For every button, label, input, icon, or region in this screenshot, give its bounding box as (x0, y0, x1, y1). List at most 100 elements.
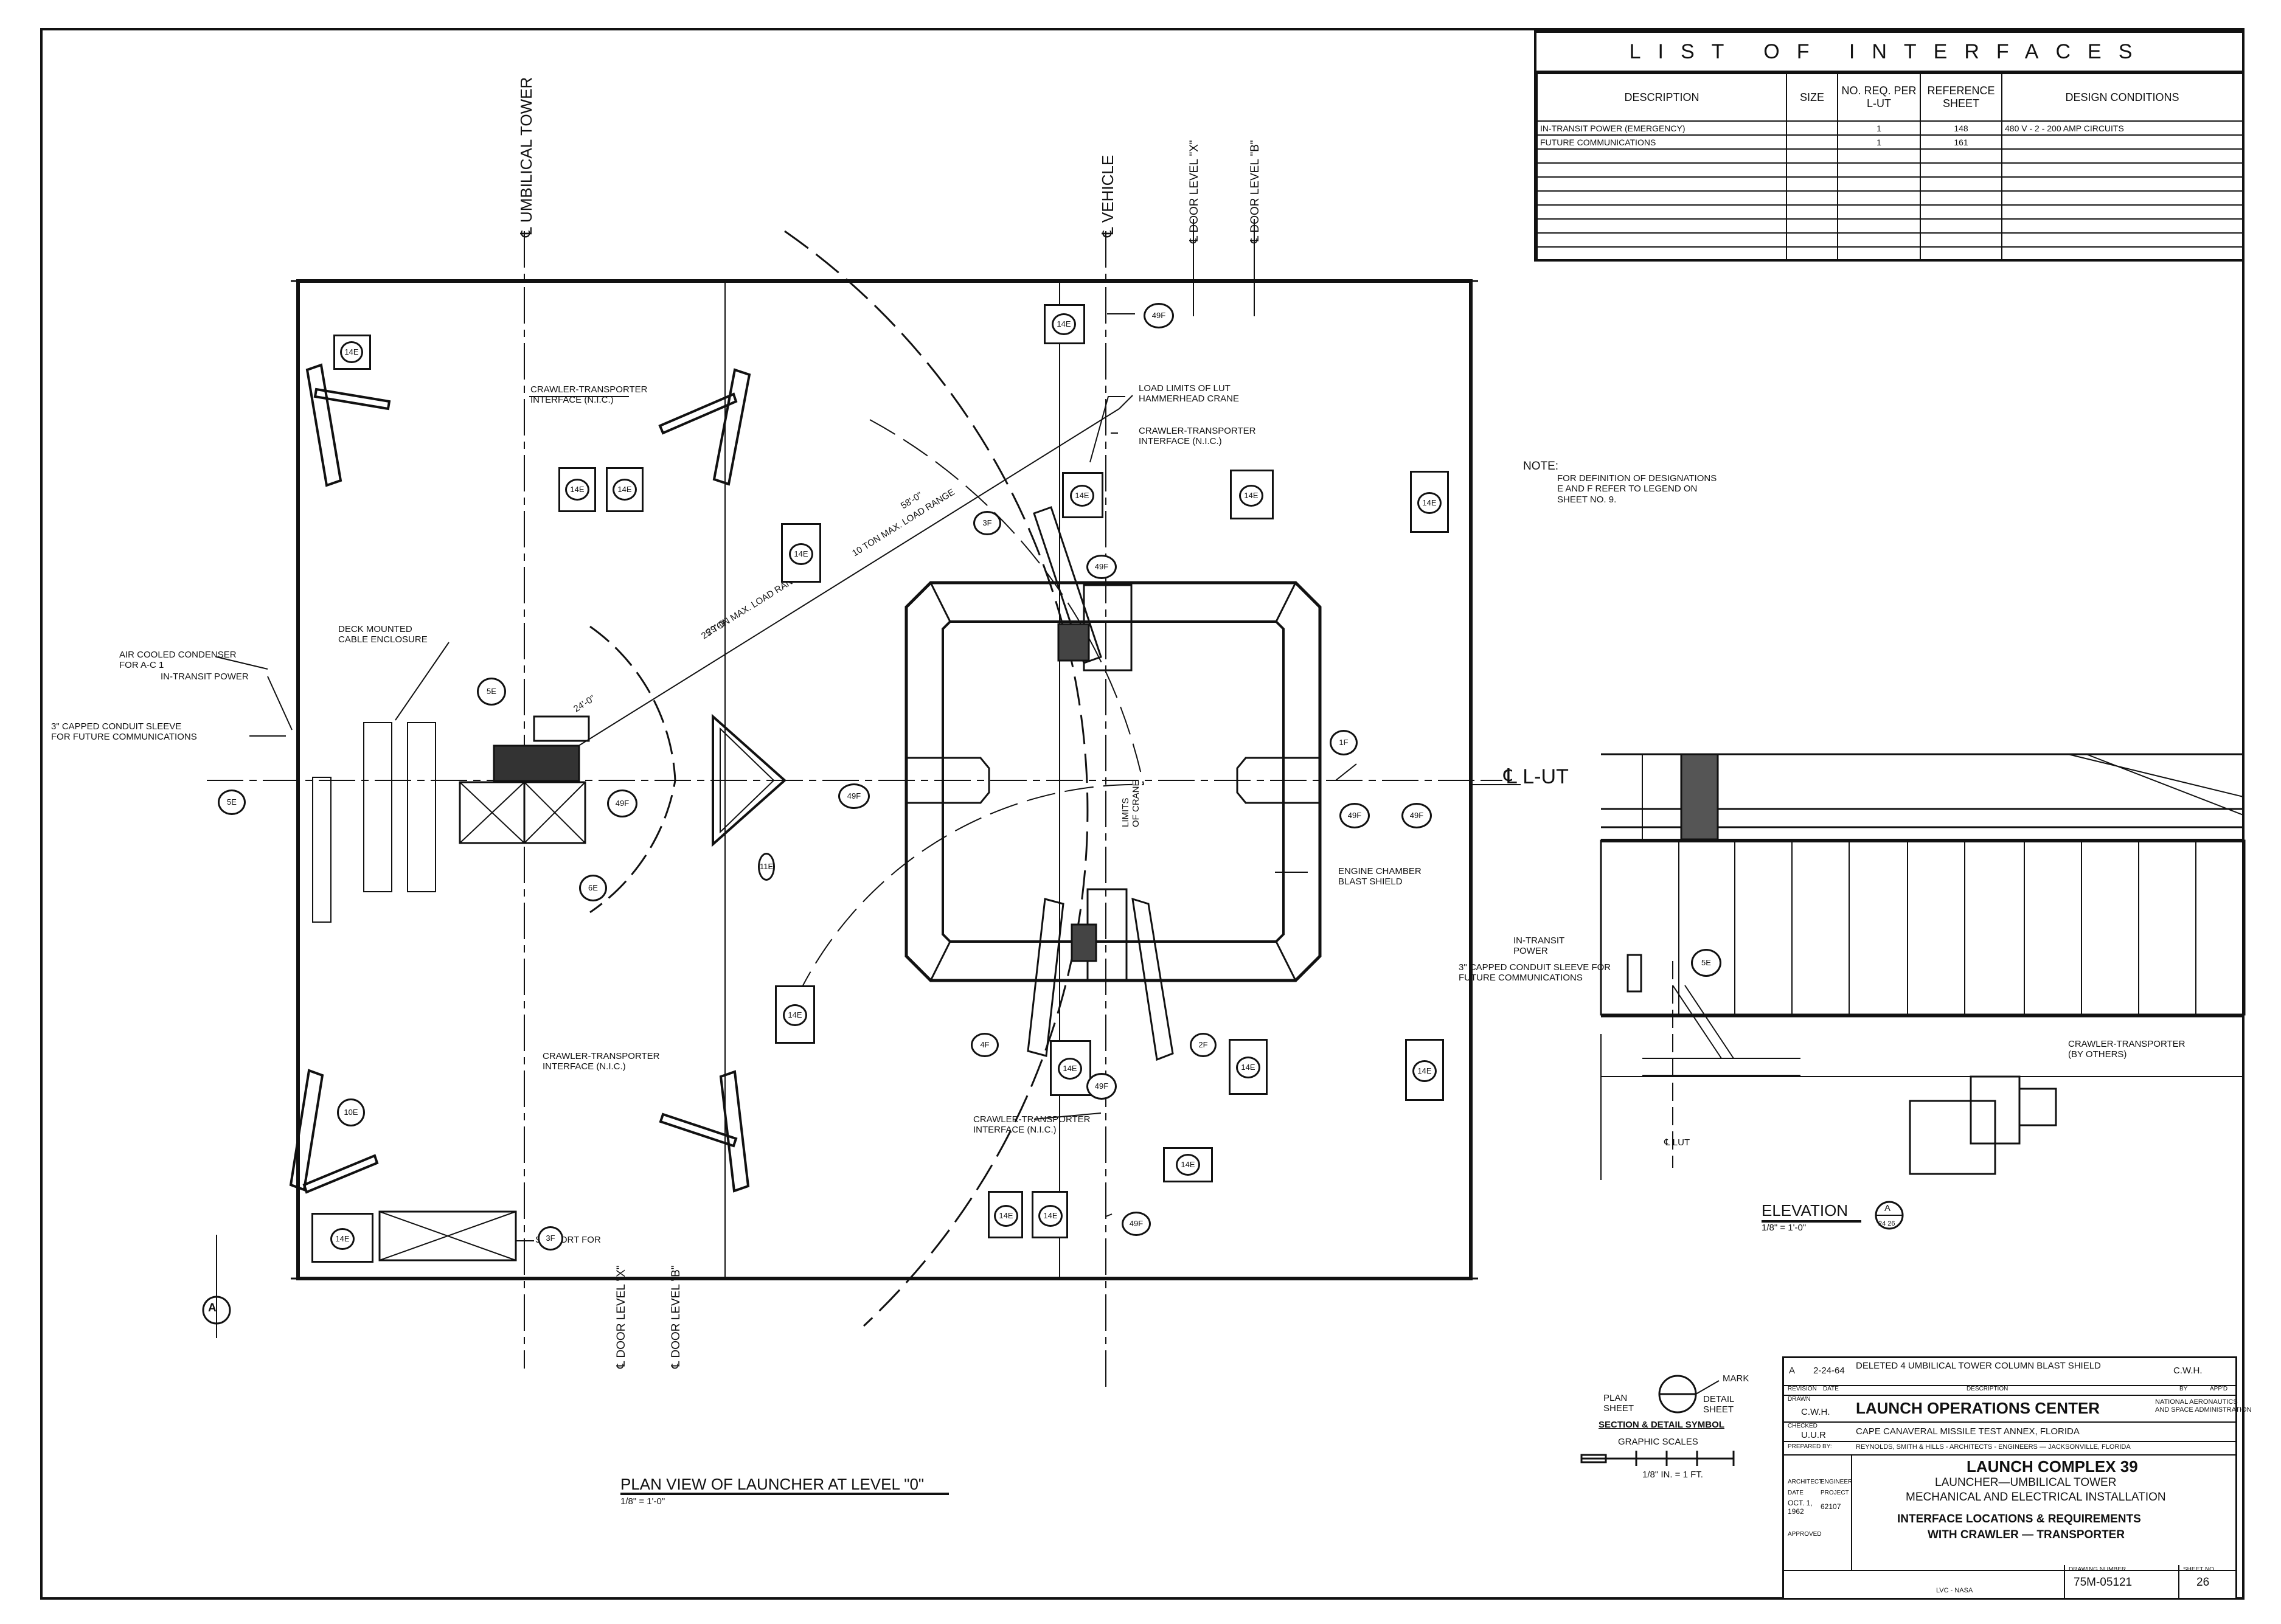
tag-14e: 14E (1058, 1058, 1082, 1080)
cell (1536, 190, 1787, 206)
crawler-interface-ne: CRAWLER-TRANSPORTER INTERFACE (N.I.C.) (1139, 426, 1256, 447)
title-block: A 2-24-64 DELETED 4 UMBILICAL TOWER COLU… (1782, 1356, 2252, 1600)
cell (1920, 190, 2002, 206)
cell (1920, 218, 2002, 234)
deck-cable-label: DECK MOUNTED CABLE ENCLOSURE (338, 624, 428, 645)
tag-10e: 10E (337, 1098, 365, 1126)
interfaces-rows: IN-TRANSIT POWER (EMERGENCY) 1 148 480 V… (1536, 120, 2243, 262)
tag-14e: 14E (994, 1205, 1018, 1227)
tag-4f: 4F (971, 1033, 999, 1057)
graphic-scales-label: GRAPHIC SCALES (1618, 1437, 1698, 1447)
number-block: DRAWING NUMBER 75M-05121 SHEET NO. 26 (2064, 1565, 2238, 1598)
by-label: BY (2179, 1386, 2188, 1392)
axis-lut: ℄ L-UT (1504, 765, 1569, 788)
symbol-caption: SECTION & DETAIL SYMBOL (1599, 1420, 1724, 1430)
elevation-ref-bottom: 24 26 (1878, 1220, 1895, 1227)
sheet-number: 26 (2196, 1576, 2210, 1589)
address: CAPE CANAVERAL MISSILE TEST ANNEX, FLORI… (1856, 1426, 2080, 1437)
date-label: DATE (1823, 1386, 1839, 1392)
axis-vehicle: ℄ VEHICLE (1099, 154, 1117, 237)
checked-label: CHECKED (1788, 1423, 1818, 1429)
drawn-value: C.W.H. (1801, 1407, 1830, 1417)
limits-crane-label: LIMITS OF CRANE (1120, 780, 1141, 827)
desc-label: DESCRIPTION (1967, 1386, 2008, 1392)
subtitle-1: LAUNCHER—UMBILICAL TOWER (1935, 1476, 2117, 1489)
interfaces-grid: DESCRIPTION SIZE NO. REQ. PER L-UT REFER… (1536, 73, 2243, 262)
axis-door-b-bottom: ℄ DOOR LEVEL "B" (670, 1265, 682, 1369)
load-limits-label: LOAD LIMITS OF LUT HAMMERHEAD CRANE (1139, 383, 1240, 404)
cell (1786, 148, 1838, 164)
table-row: IN-TRANSIT POWER (EMERGENCY) 1 148 480 V… (1536, 120, 2243, 136)
tag-box: 14E (1062, 472, 1103, 518)
cell (1920, 232, 2002, 248)
prepared-by: REYNOLDS, SMITH & HILLS - ARCHITECTS - E… (1856, 1443, 2131, 1451)
cell (1536, 148, 1787, 164)
cell (2001, 204, 2243, 220)
cell (1920, 148, 2002, 164)
project-label: PROJECT (1821, 1490, 1849, 1496)
org-name: LAUNCH OPERATIONS CENTER (1856, 1399, 2100, 1417)
rev-by: C.W.H. (2173, 1365, 2203, 1376)
cell (2001, 232, 2243, 248)
cell (1786, 134, 1838, 150)
tag-49f: 49F (1339, 803, 1370, 828)
cell (1536, 162, 1787, 178)
cell (2001, 218, 2243, 234)
tag-box: 14E (1410, 471, 1449, 533)
tag-box: 14E (1229, 1039, 1268, 1095)
plan-title: PLAN VIEW OF LAUNCHER AT LEVEL "0" (620, 1475, 925, 1493)
rev-date: 2-24-64 (1813, 1365, 1845, 1376)
tag-box: 14E (775, 985, 815, 1044)
cell (1920, 204, 2002, 220)
tag-14e: 14E (330, 1228, 355, 1250)
tag-box: 14E (1230, 470, 1274, 519)
elev-conduit: 3" CAPPED CONDUIT SLEEVE FOR FUTURE COMM… (1459, 962, 1611, 984)
tag-49f: 49F (1086, 1073, 1117, 1100)
cell (1536, 176, 1787, 192)
tag-5e: 5E (477, 678, 506, 706)
cell: IN-TRANSIT POWER (EMERGENCY) (1536, 120, 1787, 136)
sheet-label: SHEET NO. (2183, 1566, 2216, 1573)
cell (2001, 148, 2243, 164)
tag-box: 14E (606, 467, 644, 512)
symbol-plan-sheet: PLAN SHEET (1603, 1393, 1634, 1414)
tag-49f: 49F (1086, 555, 1117, 579)
elev-in-transit: IN-TRANSIT POWER (1513, 935, 1565, 957)
tag-6e: 6E (579, 875, 607, 901)
interfaces-table: LIST OF INTERFACES DESCRIPTION SIZE NO. … (1534, 30, 2245, 262)
note-body: FOR DEFINITION OF DESIGNATIONS E AND F R… (1557, 473, 1717, 505)
table-row (1536, 162, 2243, 178)
cell (1786, 176, 1838, 192)
cell (2001, 162, 2243, 178)
tag-1f: 1F (1330, 730, 1358, 755)
cell (1786, 162, 1838, 178)
tag-5e: 5E (218, 789, 246, 815)
engineer-label: ENGINEER (1821, 1479, 1853, 1485)
cell: 161 (1920, 134, 2002, 150)
tag-14e: 14E (1070, 485, 1094, 507)
tag-box: 14E (1050, 1040, 1091, 1096)
cell (1536, 232, 1787, 248)
cell (1920, 246, 2002, 262)
tag-3f: 3F (538, 1226, 563, 1251)
tag-14e: 14E (789, 543, 813, 565)
cell (1837, 232, 1921, 248)
table-row (1536, 190, 2243, 206)
rev-letter: A (1789, 1365, 1796, 1376)
project-value: 62107 (1821, 1502, 1841, 1511)
cell (2001, 176, 2243, 192)
table-row (1536, 218, 2243, 234)
tag-14e: 14E (1176, 1154, 1200, 1176)
subtitle-3: INTERFACE LOCATIONS & REQUIREMENTS (1897, 1513, 2141, 1525)
org-row: DRAWN C.W.H. LAUNCH OPERATIONS CENTER NA… (1784, 1395, 2252, 1423)
crawler-interface-s: CRAWLER-TRANSPORTER INTERFACE (N.I.C.) (973, 1114, 1091, 1136)
axis-door-x-bottom: ℄ DOOR LEVEL "X" (615, 1265, 628, 1369)
tag-box: 14E (1405, 1039, 1444, 1101)
table-row (1536, 232, 2243, 248)
date-label: DATE (1788, 1490, 1804, 1496)
tag-14e: 14E (1412, 1060, 1437, 1082)
plan-scale: 1/8" = 1'-0" (620, 1496, 665, 1507)
subtitle-4: WITH CRAWLER — TRANSPORTER (1928, 1529, 2125, 1541)
tag-box: 14E (1044, 304, 1085, 344)
tag-49f: 49F (1401, 803, 1432, 828)
